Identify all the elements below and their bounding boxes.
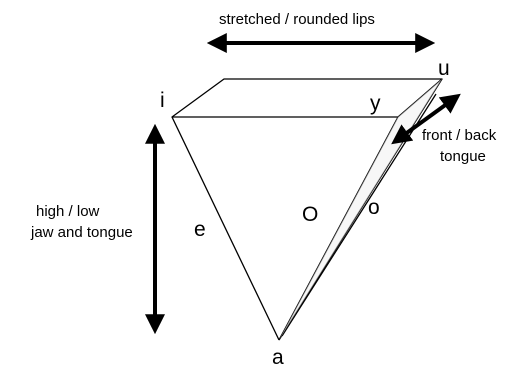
- vowel-label-y: y: [370, 92, 381, 115]
- height-label-line1: high / low: [36, 203, 100, 220]
- lips-label: stretched / rounded lips: [219, 11, 375, 28]
- vowel-label-o: o: [368, 196, 380, 219]
- pyramid-top-face: [171, 78, 443, 118]
- pyramid-right-face-shade: [279, 79, 442, 340]
- height-label-line2: jaw and tongue: [30, 224, 133, 241]
- tongue-label-line1: front / back: [422, 127, 497, 144]
- vowel-label-i: i: [160, 89, 165, 112]
- vowel-label-O: O: [302, 203, 318, 226]
- arrows: [145, 33, 461, 335]
- tongue-label-line2: tongue: [440, 148, 486, 165]
- pyramid-edge-left: [171, 116, 280, 341]
- vowel-label-u: u: [438, 57, 450, 80]
- vowel-label-a: a: [272, 346, 284, 369]
- tongue-arrow: [391, 93, 461, 145]
- vowel-label-e: e: [194, 218, 206, 241]
